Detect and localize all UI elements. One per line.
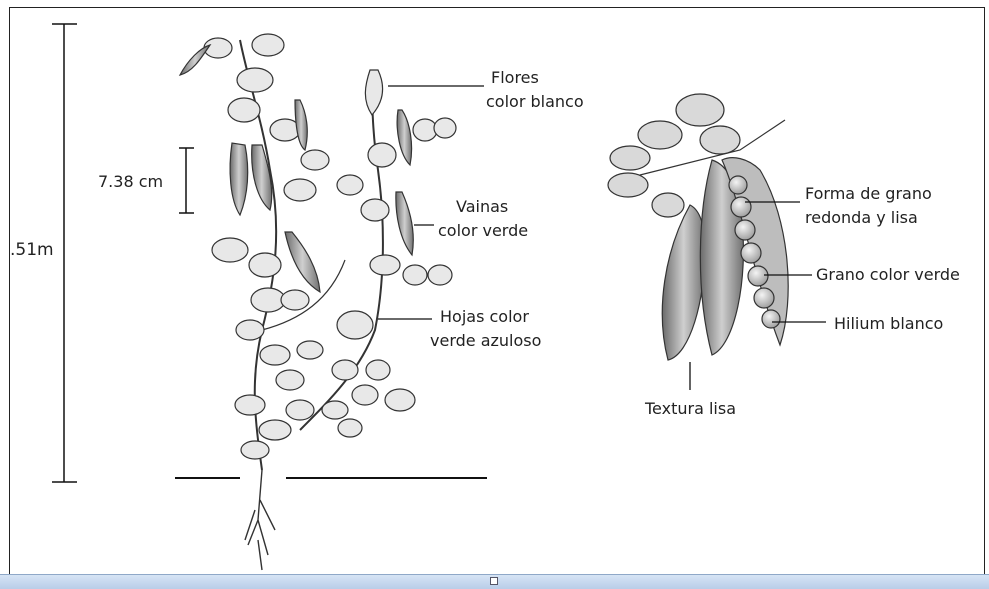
height-measure [52, 24, 77, 482]
hilium-label: Hilium blanco [834, 313, 943, 335]
leaves-label-line1: Hojas color [440, 306, 529, 328]
grain-shape-label-line2: redonda y lisa [805, 207, 918, 229]
pea-pods-illustration [608, 94, 788, 360]
flowers-label-line2: color blanco [486, 91, 584, 113]
total-height-label: .51m [10, 239, 54, 261]
pea-plant-illustration [180, 34, 456, 570]
grain-color-label: Grano color verde [816, 264, 960, 286]
flowers-label-line1: Flores [491, 67, 539, 89]
pod-length-label: 7.38 cm [98, 171, 163, 193]
grain-shape-label-line1: Forma de grano [805, 183, 932, 205]
pods-label-line2: color verde [438, 220, 528, 242]
resize-handle[interactable] [490, 577, 498, 585]
texture-label: Textura lisa [645, 398, 736, 420]
pods-label-line1: Vainas [456, 196, 508, 218]
pod-length-measure [179, 148, 194, 213]
leaves-label-line2: verde azuloso [430, 330, 541, 352]
